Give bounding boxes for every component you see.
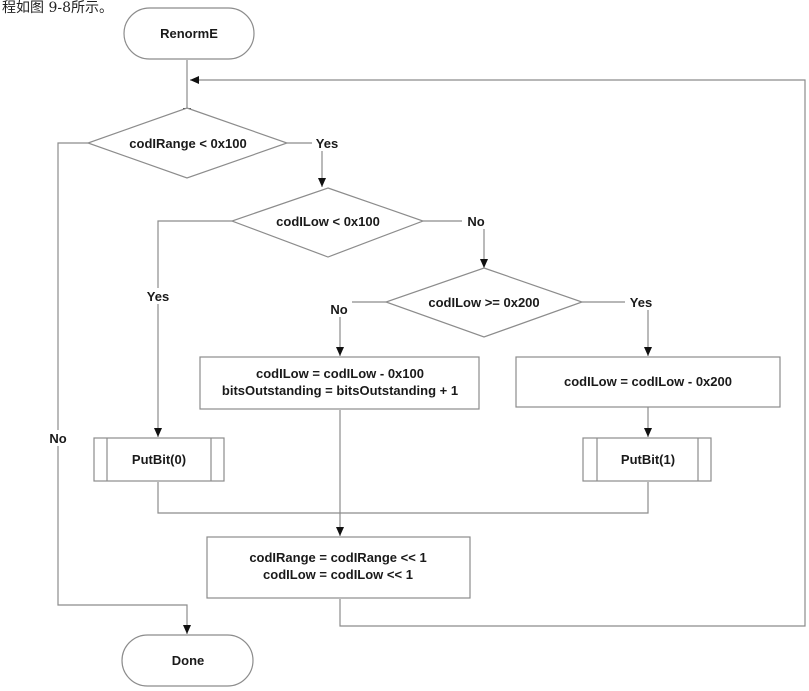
low-lt-yes-bg bbox=[143, 288, 173, 304]
low-lt-yes-label: Yes bbox=[147, 289, 169, 304]
process-sub100 bbox=[199, 356, 480, 410]
caption-text: 程如图 9-8所示。 bbox=[2, 0, 113, 16]
decision-low-lt-label: codILow < 0x100 bbox=[276, 214, 380, 229]
edge-putbit-merge bbox=[157, 482, 649, 514]
edge-range-no bbox=[57, 142, 191, 634]
end-label: Done bbox=[172, 653, 205, 668]
process-sub100-line1: codILow = codILow - 0x100 bbox=[256, 366, 424, 381]
decision-range bbox=[86, 107, 289, 179]
low-lt-no-label: No bbox=[467, 214, 484, 229]
putbit1-label: PutBit(1) bbox=[621, 452, 675, 467]
process-sub200-label: codILow = codILow - 0x200 bbox=[564, 374, 732, 389]
low-ge-no-label: No bbox=[330, 302, 347, 317]
start-label: RenormE bbox=[160, 26, 218, 41]
predefined-putbit0: PutBit(0) bbox=[93, 437, 225, 482]
process-sub200 bbox=[515, 356, 781, 408]
process-shift-line2: codILow = codILow << 1 bbox=[263, 567, 413, 582]
decision-range-label: codIRange < 0x100 bbox=[129, 136, 246, 151]
putbit0-label: PutBit(0) bbox=[132, 452, 186, 467]
predefined-putbit1: PutBit(1) bbox=[582, 437, 712, 482]
decision-low-ge bbox=[384, 267, 584, 338]
low-ge-yes-label: Yes bbox=[630, 295, 652, 310]
putbit1-box bbox=[582, 437, 712, 482]
low-ge-yes-bg bbox=[625, 294, 657, 310]
decision-low-ge-label: codILow >= 0x200 bbox=[428, 295, 539, 310]
low-ge-no-bg bbox=[326, 301, 352, 317]
range-no-bg bbox=[44, 430, 72, 446]
start-terminal bbox=[123, 7, 255, 60]
putbit0-box bbox=[93, 437, 225, 482]
edge-low-ge-yes bbox=[582, 301, 652, 356]
range-no-label: No bbox=[49, 431, 66, 446]
process-shift bbox=[206, 536, 471, 599]
edge-loop-back bbox=[190, 76, 806, 627]
range-yes-label: Yes bbox=[316, 136, 338, 151]
edge-low-lt-yes bbox=[154, 220, 232, 437]
low-lt-no-bg bbox=[462, 213, 488, 229]
range-yes-bg bbox=[312, 135, 342, 151]
process-sub100-line2: bitsOutstanding = bitsOutstanding + 1 bbox=[222, 383, 458, 398]
decision-low-lt bbox=[230, 187, 425, 258]
end-terminal bbox=[121, 634, 254, 687]
process-shift-line1: codIRange = codIRange << 1 bbox=[249, 550, 426, 565]
